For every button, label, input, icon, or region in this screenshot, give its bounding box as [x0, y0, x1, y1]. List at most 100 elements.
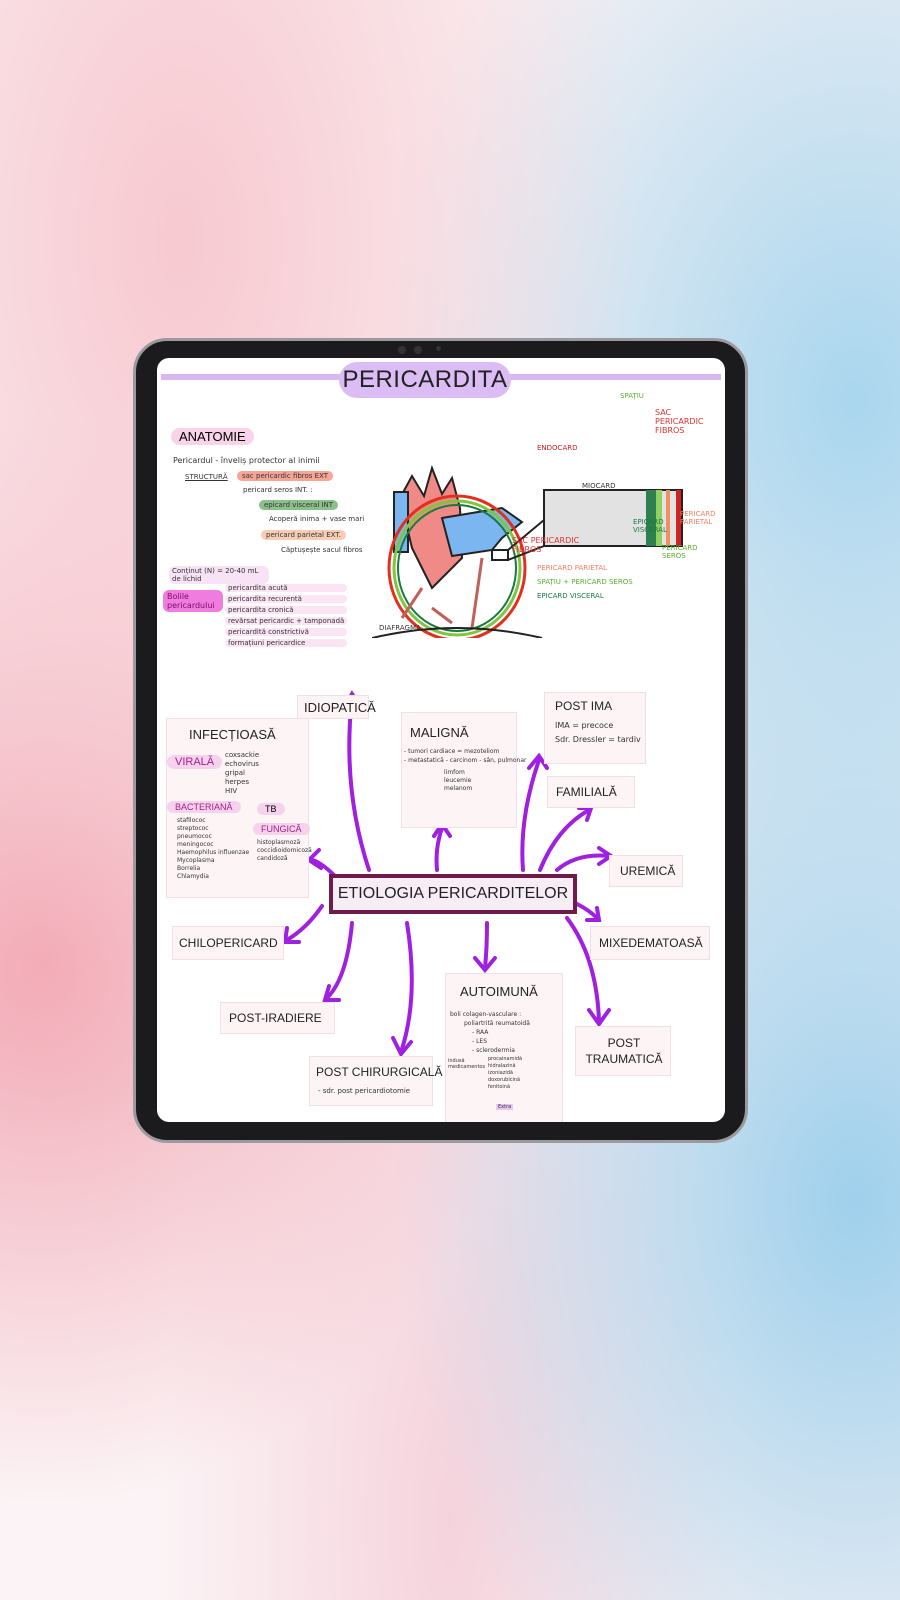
- anatomy-text: Căptușește sacul fibros: [281, 546, 363, 554]
- sensor-icon: [436, 346, 441, 351]
- list-item: histoplasmoză: [257, 839, 301, 846]
- list-item: streptococ: [177, 825, 209, 832]
- bacteriana-label: BACTERIANĂ: [167, 801, 241, 813]
- list-item: - sdr. post pericardiotomie: [318, 1087, 411, 1095]
- diagram-label: PERICARD PARIETAL: [680, 510, 716, 526]
- diagram-label: ENDOCARD: [537, 444, 578, 452]
- list-item: coxsackie: [225, 751, 260, 759]
- anatomy-text: Acoperă inima + vase mari: [269, 515, 365, 523]
- list-item: echovirus: [225, 760, 259, 768]
- anatomy-text: Pericardul - înveliș protector al inimii: [173, 456, 320, 465]
- list-item: boli colagen-vasculare :: [450, 1011, 522, 1018]
- camera-icon: [398, 346, 406, 354]
- anatomy-text: pericard parietal EXT.: [261, 530, 346, 540]
- post-traumatica-node: POST TRAUMATICĂ: [575, 1026, 671, 1076]
- virala-label: VIRALĂ: [167, 755, 223, 769]
- list-item: Mycoplasma: [177, 857, 215, 864]
- anatomy-text: sac pericardic fibros EXT: [237, 471, 334, 481]
- node-title: POST IMA: [555, 699, 613, 713]
- list-item: leucemie: [444, 777, 472, 784]
- camera-icon: [414, 346, 422, 354]
- post-chirurgicala-node: POST CHIRURGICALĂ - sdr. post pericardio…: [309, 1056, 442, 1106]
- node-title: POST-IRADIERE: [229, 1011, 322, 1025]
- list-item: procainamidă: [488, 1056, 523, 1062]
- disease-item: pericardită constrictivă: [225, 628, 348, 636]
- list-item: fenitoină: [488, 1084, 511, 1090]
- anatomy-text: Conținut (N) = 20-40 mL de lichid: [169, 566, 269, 584]
- diagram-label: SPAȚIU + PERICARD SEROS: [537, 578, 633, 586]
- list-item: indusă medicamentos: [448, 1058, 486, 1070]
- list-item: Chlamydia: [177, 873, 209, 880]
- disease-item: revărsat pericardic + tamponadă: [225, 617, 348, 625]
- list-item: candidoză: [257, 855, 288, 862]
- mixedematoasa-node: MIXEDEMATOASĂ: [590, 926, 710, 960]
- fungica-label: FUNGICĂ: [253, 823, 310, 835]
- list-item: - LES: [472, 1038, 488, 1045]
- list-item: Sdr. Dressler = tardiv: [555, 735, 641, 744]
- disease-item: pericardita cronică: [225, 606, 348, 614]
- list-item: melanom: [444, 785, 473, 792]
- list-item: herpes: [225, 778, 250, 786]
- uremica-node: UREMICĂ: [609, 855, 683, 887]
- page-title: PERICARDITA: [339, 362, 511, 398]
- list-item: poliartrită reumatoidă: [464, 1020, 530, 1027]
- list-item: - metastatică - carcinom - sân, pulmonar: [404, 757, 527, 764]
- anatomy-text: epicard visceral INT: [259, 500, 339, 510]
- node-title: CHILOPERICARD: [179, 936, 278, 950]
- chilopericard-node: CHILOPERICARD: [172, 926, 284, 960]
- diagram-label: DIAFRAGMA: [379, 624, 421, 632]
- diagram-label: SAC PERICARDIC FIBROS: [655, 408, 704, 435]
- list-item: gripal: [225, 769, 245, 777]
- list-item: Haemophilus influenzae: [177, 849, 250, 856]
- node-title: FAMILIALĂ: [556, 785, 617, 799]
- list-item: doxorubicină: [488, 1077, 521, 1083]
- anatomy-text: pericard seros INT. :: [243, 486, 313, 494]
- familiala-node: FAMILIALĂ: [547, 776, 635, 808]
- diagram-label: MIOCARD: [582, 482, 616, 490]
- disease-item: formațiuni pericardice: [225, 639, 348, 647]
- list-item: Borrelia: [177, 865, 201, 872]
- diagram-label: PERICARD SEROS: [662, 544, 698, 560]
- list-item: izoniazidă: [488, 1070, 513, 1076]
- node-title: MIXEDEMATOASĂ: [599, 936, 703, 950]
- mindmap-arrows: [282, 690, 615, 1058]
- maligna-node: MALIGNĂ - tumori cardiace = mezoteliom - …: [401, 712, 527, 828]
- list-item: - sclerodermia: [472, 1047, 515, 1054]
- heart-diagram: [372, 464, 683, 638]
- node-title: IDIOPATICĂ: [304, 700, 376, 715]
- diagram-label: EPICARD VISCERAL: [537, 592, 604, 600]
- anatomy-text: STRUCTURĂ: [185, 473, 228, 481]
- tb-label: TB: [257, 803, 285, 815]
- node-title: AUTOIMUNĂ: [460, 984, 538, 999]
- list-item: coccidioidomicoză: [257, 847, 312, 854]
- list-item: - RAA: [472, 1029, 489, 1036]
- diagram-label: SPAȚIU: [620, 392, 644, 400]
- list-item: stafilococ: [177, 817, 206, 824]
- node-title: INFECȚIOASĂ: [189, 727, 276, 742]
- list-item: hidralazină: [488, 1063, 516, 1069]
- list-item: pneumococ: [177, 833, 212, 840]
- diagram-label: EPICARD VISCERAL: [633, 518, 667, 534]
- diagram-label: PERICARD PARIETAL: [537, 564, 608, 572]
- idiopatica-node: IDIOPATICĂ: [297, 695, 376, 719]
- anatomy-heading: ANATOMIE: [171, 428, 254, 445]
- post-iradiere-node: POST-IRADIERE: [220, 1002, 335, 1034]
- node-title: MALIGNĂ: [410, 725, 469, 740]
- diseases-list: pericardita acută pericardita recurentă …: [225, 584, 348, 647]
- notes-page[interactable]: PERICARDITA ANATOMIE Pericardul - înveli…: [157, 358, 725, 1122]
- node-title: UREMICĂ: [620, 864, 676, 878]
- list-item: HIV: [225, 787, 238, 795]
- disease-item: pericardita acută: [225, 584, 348, 592]
- node-title: POST CHIRURGICALĂ: [316, 1065, 443, 1079]
- node-title: POST TRAUMATICĂ: [585, 1036, 663, 1066]
- autoimuna-node: AUTOIMUNĂ boli colagen-vasculare : polia…: [445, 973, 563, 1122]
- list-item: IMA = precoce: [555, 721, 614, 730]
- list-item: limfom: [444, 769, 465, 776]
- diseases-heading: Bolile pericardului: [163, 590, 223, 612]
- list-item: - tumori cardiace = mezoteliom: [404, 748, 500, 755]
- diagram-label: SAC PERICARDIC FIBROS: [512, 536, 580, 554]
- etiology-center: ETIOLOGIA PERICARDITELOR: [329, 874, 577, 914]
- disease-item: pericardita recurentă: [225, 595, 348, 603]
